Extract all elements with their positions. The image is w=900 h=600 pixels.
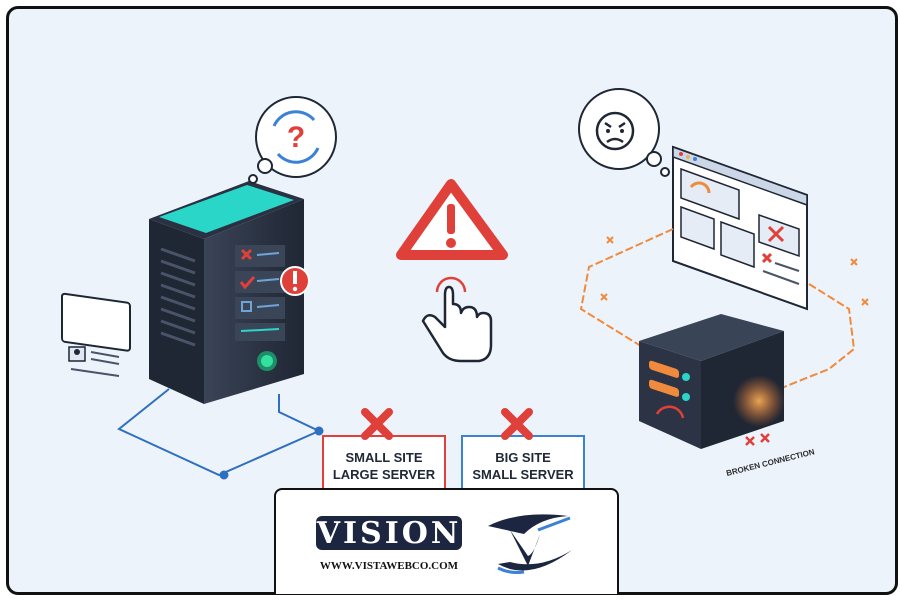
svg-text:?: ?	[287, 121, 305, 154]
vision-emblem-icon	[488, 514, 572, 574]
network-wires	[117, 388, 324, 480]
big-site-label-line2: SMALL SERVER	[472, 467, 574, 482]
small-server	[639, 314, 785, 449]
alert-badge-icon	[280, 266, 310, 296]
big-site-small-server-card: BIG SITE SMALL SERVER	[461, 408, 585, 495]
broken-connection-label: BROKEN CONNECTION	[725, 447, 815, 478]
broken-x-marks	[745, 433, 770, 446]
tap-hand-icon	[421, 276, 493, 363]
small-site-label-line1: SMALL SITE	[345, 450, 422, 465]
vision-logo-card: VISION WWW.VISTAWEBCO.COM	[274, 488, 619, 594]
illustration-scene: ?	[61, 88, 869, 495]
brand-wordmark: VISION	[316, 516, 462, 551]
small-site-label-line2: LARGE SERVER	[333, 467, 436, 482]
question-refresh-icon: ?	[248, 96, 337, 184]
server-checklist	[235, 245, 285, 341]
angry-face-icon	[578, 88, 670, 177]
broken-connection-loop	[579, 228, 856, 390]
brand-url: WWW.VISTAWEBCO.COM	[319, 560, 459, 572]
profile-card-window	[61, 292, 131, 377]
small-site-large-server-card: SMALL SITE LARGE SERVER	[322, 408, 446, 495]
big-site-label-line1: BIG SITE	[495, 450, 551, 465]
large-server	[149, 181, 310, 404]
warning-triangle-icon	[396, 179, 508, 260]
browser-window	[672, 145, 808, 311]
